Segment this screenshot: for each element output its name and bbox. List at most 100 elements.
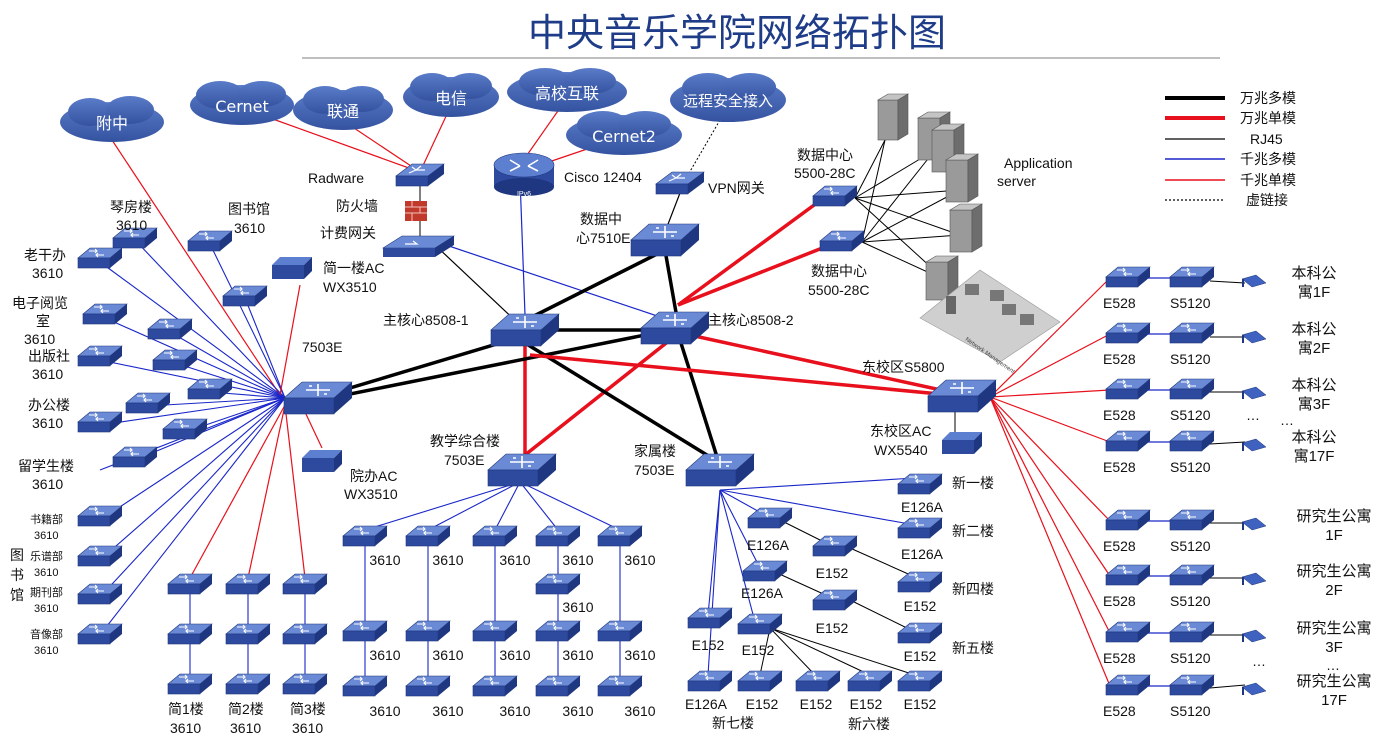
- switch-model-label: 3610: [432, 552, 463, 568]
- switch-model-label: 3610: [499, 552, 530, 568]
- dorm-label-1: 研究生公寓: [1296, 672, 1371, 690]
- switch-model-label: E152: [800, 696, 833, 712]
- jian1-label-1: 简1楼: [168, 701, 204, 717]
- laoganban-label-1: 老干办: [24, 247, 66, 263]
- dorm-label-2: 寓1F: [1298, 283, 1331, 301]
- e528-switch-icon: [1105, 564, 1151, 586]
- dorm-label-2: 2F: [1325, 582, 1343, 599]
- access-point-icon: [1241, 386, 1267, 400]
- dc5500a-label-2: 5500-28C: [794, 165, 856, 181]
- access-switch-icon: [897, 473, 943, 495]
- cloud-fuzhong: 附中: [60, 96, 164, 142]
- access-switch-icon: [742, 560, 788, 582]
- access-switch-icon: [77, 247, 123, 269]
- east-ac-label-1: 东校区AC: [870, 423, 931, 439]
- cloud-vpn-remote: 远程安全接入: [670, 73, 786, 122]
- family-access-switches: E126AE126AE126AE152E152E126AE152E152E152…: [685, 473, 944, 712]
- access-switch-icon: [82, 303, 128, 325]
- access-switch-icon: [282, 673, 328, 695]
- family-7503e-icon: [685, 453, 755, 487]
- switch-model-label: E152: [742, 642, 775, 658]
- access-point-icon: [1241, 629, 1267, 643]
- xin2-label: 新二楼: [952, 523, 994, 539]
- switch-model-label: E152: [904, 598, 937, 614]
- jian3-label-1: 简3楼: [290, 701, 326, 717]
- switch-model-label: 3610: [562, 599, 593, 615]
- family-label-1: 家属楼: [634, 443, 676, 459]
- e528-label: E528: [1103, 295, 1136, 311]
- access-switch-icon: [897, 622, 943, 644]
- s5120-switch-icon: [1169, 621, 1215, 643]
- s5120-switch-icon: [1169, 378, 1215, 400]
- legend-label: 千兆单模: [1240, 172, 1296, 188]
- tushuguan-label-1: 图书馆: [228, 201, 270, 217]
- page-title: 中央音乐学院网络拓扑图: [528, 11, 946, 55]
- dorm-label-1: 研究生公寓: [1296, 507, 1371, 525]
- switch-model-label: 3610: [369, 552, 400, 568]
- dorm-label-2: 1F: [1325, 527, 1343, 544]
- dc-7510e-icon: [630, 223, 700, 257]
- cloud-label: Cernet2: [592, 127, 656, 146]
- ac-jian1-icon: [272, 257, 312, 279]
- dianzi-label-3: 3610: [24, 331, 55, 347]
- switch-model-label: E152: [904, 696, 937, 712]
- switch-model-label: 3610: [432, 647, 463, 663]
- access-switch-icon: [225, 623, 271, 645]
- access-point-icon: [1241, 517, 1267, 531]
- dorm-label-1: 研究生公寓: [1296, 619, 1371, 637]
- e528-label: E528: [1103, 593, 1136, 609]
- east-core-label: 东校区S5800: [862, 359, 945, 375]
- s5120-switch-icon: [1169, 509, 1215, 531]
- access-switch-icon: [897, 517, 943, 539]
- east-ac-icon: [942, 432, 982, 454]
- access-switch-icon: [77, 505, 123, 527]
- e528-switch-icon: [1105, 378, 1151, 400]
- dorm-label-2: 3F: [1325, 639, 1343, 656]
- e528-switch-icon: [1105, 674, 1151, 696]
- cloud-label: Cernet: [215, 97, 269, 116]
- access-switch-icon: [222, 285, 268, 307]
- legend-label: RJ45: [1250, 131, 1283, 147]
- cloud-gaoxiao: 高校互联: [507, 68, 627, 112]
- legend-label: 虚链接: [1246, 192, 1288, 208]
- server-rack-icon: [876, 93, 984, 301]
- ac1-label-2: WX3510: [323, 279, 377, 295]
- access-point-icon: [1241, 572, 1267, 586]
- access-switch-icon: [897, 571, 943, 593]
- bangong-label-2: 3610: [32, 415, 63, 431]
- access-switch-icon: [687, 607, 733, 629]
- appserver-label-2: server: [997, 173, 1036, 189]
- east-core-s5800-icon: [927, 379, 997, 413]
- yuepu-label-2: 3610: [34, 567, 58, 579]
- ellipsis-label: …: [1280, 412, 1294, 428]
- jian1-label-2: 3610: [170, 720, 201, 736]
- dianzi-label-2: 室: [36, 313, 50, 329]
- core2-label: 主核心8508-2: [708, 312, 794, 328]
- access-switch-icon: [342, 525, 388, 547]
- access-switch-icon: [535, 525, 581, 547]
- cloud-liantong: 联通: [293, 86, 393, 130]
- s5120-label: S5120: [1170, 459, 1211, 475]
- cloud-label: 电信: [435, 89, 467, 108]
- access-switch-icon: [747, 507, 793, 529]
- e528-switch-icon: [1105, 322, 1151, 344]
- bangong-label-1: 办公楼: [28, 397, 70, 413]
- switch-model-label: 3610: [562, 703, 593, 719]
- e528-label: E528: [1103, 703, 1136, 719]
- access-switch-icon: [282, 623, 328, 645]
- library-group-label-3: 馆: [10, 587, 24, 603]
- access-switch-icon: [125, 392, 171, 414]
- switch-model-label: E152: [816, 565, 849, 581]
- access-switch-icon: [167, 573, 213, 595]
- access-switch-icon: [795, 670, 841, 692]
- library-group-label-2: 书: [10, 567, 24, 583]
- s5120-label: S5120: [1170, 295, 1211, 311]
- access-switch-icon: [342, 675, 388, 697]
- core-8508-1-icon: [490, 313, 560, 347]
- ellipsis-label: …: [1246, 407, 1260, 423]
- dc7510-label-2: 心7510E: [576, 230, 630, 246]
- access-switch-icon: [162, 418, 208, 440]
- access-switch-icon: [405, 675, 451, 697]
- access-switch-icon: [737, 670, 783, 692]
- switch-model-label: 3610: [499, 703, 530, 719]
